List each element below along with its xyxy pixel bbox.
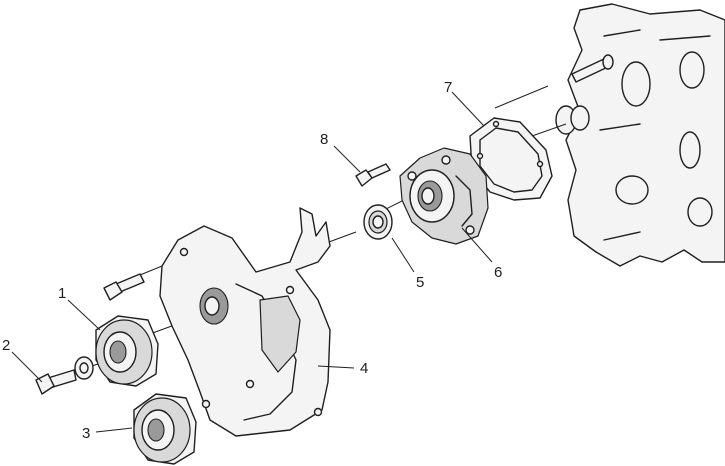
callout-1: 1 xyxy=(58,285,66,302)
engine-block xyxy=(555,3,725,267)
lower-sprocket xyxy=(133,393,197,465)
stud xyxy=(571,54,614,83)
crank-sprocket xyxy=(95,315,159,387)
washer xyxy=(74,356,94,380)
cover-bolt xyxy=(103,273,145,301)
sprocket-bolt xyxy=(35,369,77,395)
leader-lines xyxy=(11,91,493,433)
front-cover xyxy=(159,207,331,437)
callout-8: 8 xyxy=(320,131,328,148)
housing-bolt xyxy=(355,163,391,187)
callout-3: 3 xyxy=(82,425,90,442)
callout-labels: 1 2 3 4 5 6 7 8 xyxy=(2,79,502,442)
callout-7: 7 xyxy=(444,79,452,96)
callout-4: 4 xyxy=(360,360,368,377)
pump-housing xyxy=(399,147,489,245)
oil-seal xyxy=(363,204,393,240)
callout-5: 5 xyxy=(416,274,424,291)
callout-6: 6 xyxy=(494,264,502,281)
callout-2: 2 xyxy=(2,337,10,354)
